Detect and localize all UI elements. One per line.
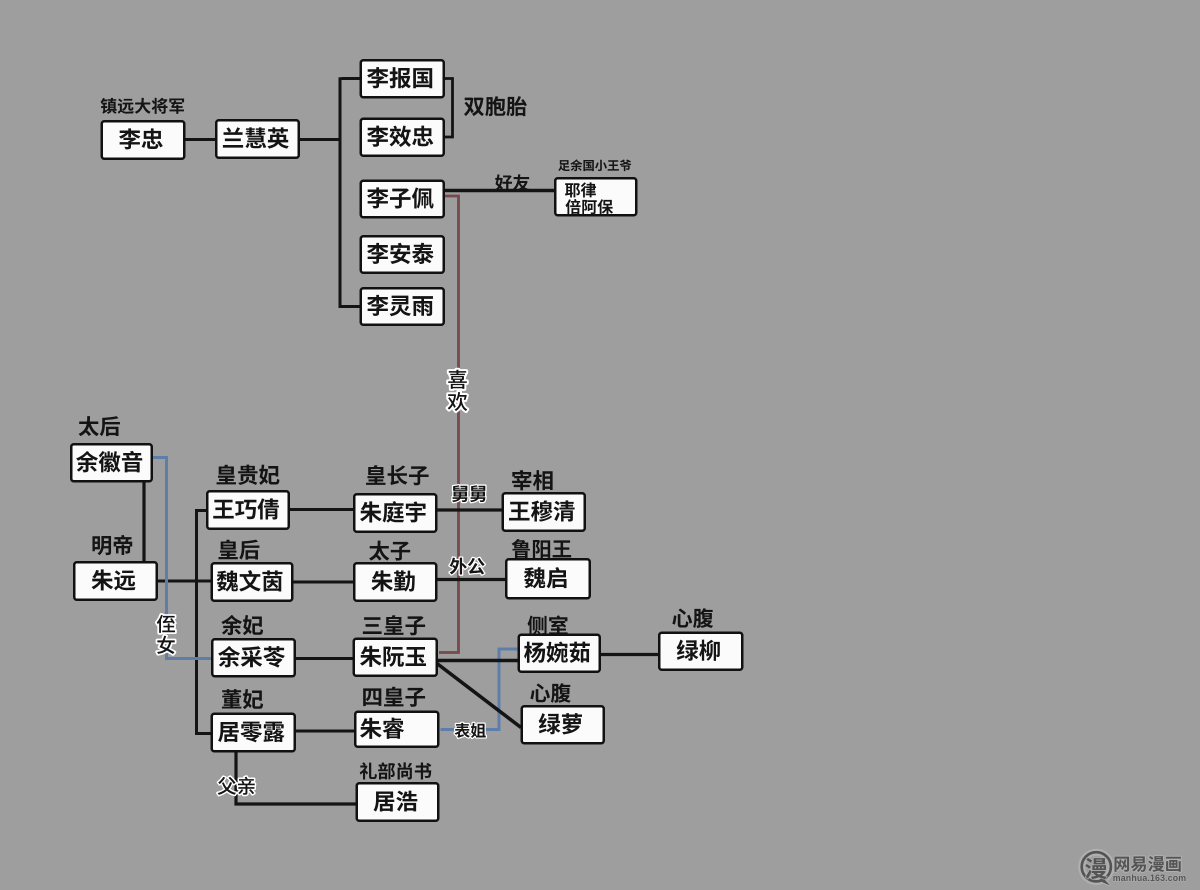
svg-text:manhua.163.com: manhua.163.com [1113,873,1187,883]
